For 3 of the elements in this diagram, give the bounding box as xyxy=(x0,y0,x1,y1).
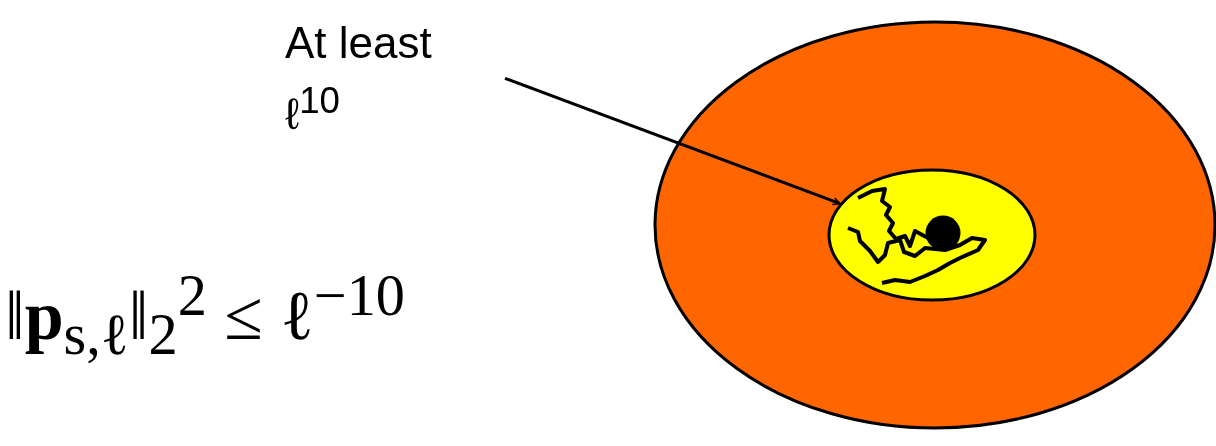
callout-text: At least ℓ$^{10}$ xyxy=(285,17,433,140)
formula: ‖p$_{s,ℓ}$‖$_{2}$$^{2}$ ≤ ℓ$^{−10}$ xyxy=(5,262,405,369)
arrow xyxy=(504,76,841,206)
